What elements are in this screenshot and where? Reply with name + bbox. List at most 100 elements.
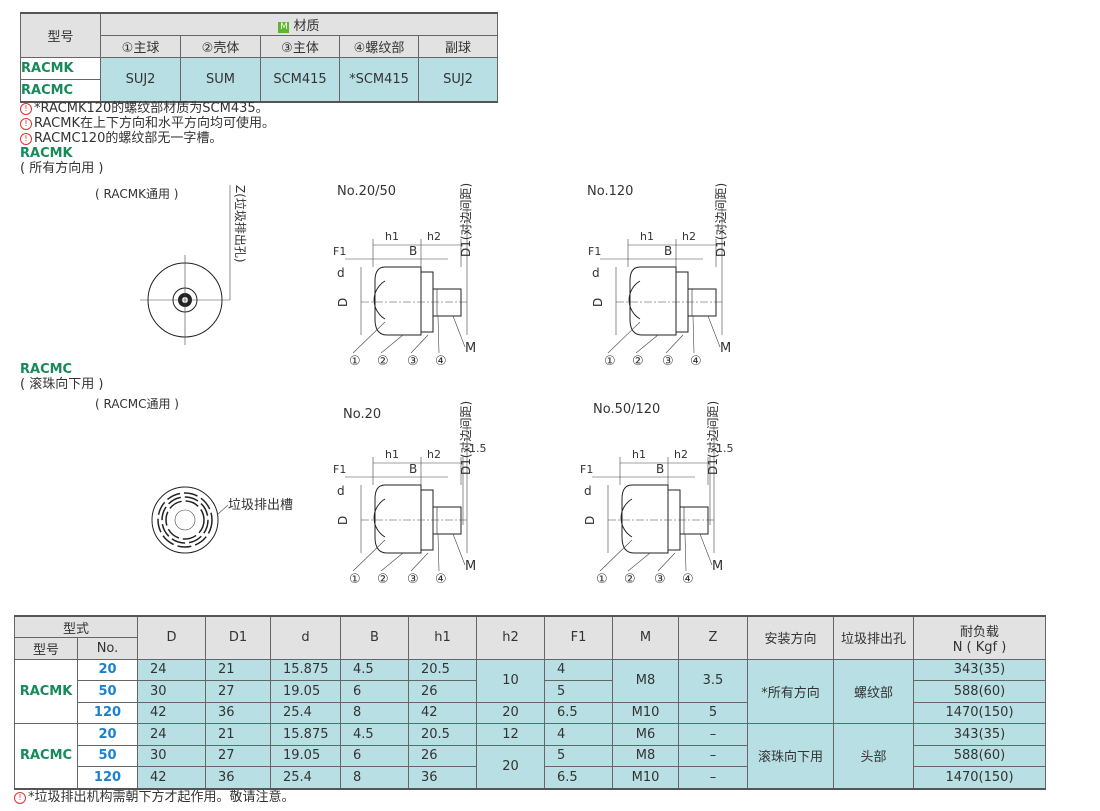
notes: !*RACMK120的螺纹部材质为SCM435。 !RACMK在上下方向和水平方… xyxy=(20,101,275,176)
table-cell: 20 xyxy=(476,744,545,789)
table-cell: – xyxy=(678,744,748,767)
header-D1: D1 xyxy=(205,615,271,660)
label-h1: h1 xyxy=(640,230,654,243)
label-B: B xyxy=(664,244,672,258)
leader-line xyxy=(410,552,429,572)
table-cell: 19.05 xyxy=(270,744,341,767)
label-D1: D1(对边间距) xyxy=(714,183,728,257)
leader-line xyxy=(380,552,404,572)
leader-line xyxy=(352,321,386,354)
table-cell: – xyxy=(678,766,748,789)
table-cell: 588(60) xyxy=(913,744,1046,767)
leader-line xyxy=(665,334,684,354)
label-d: d xyxy=(337,484,345,498)
leader-line xyxy=(627,552,651,572)
table-cell: 滚珠向下用 xyxy=(747,723,834,789)
table-cell: 120 xyxy=(77,701,138,724)
leader-line xyxy=(635,334,659,354)
part-number-label: ④ xyxy=(682,572,694,587)
drawing-title: No.120 xyxy=(587,184,633,199)
table-cell: 24 xyxy=(137,658,206,681)
note: !RACMK在上下方向和水平方向均可使用。 xyxy=(20,116,275,131)
table-cell: 343(35) xyxy=(913,658,1046,681)
leader-line xyxy=(410,334,429,354)
table-cell: 42 xyxy=(137,766,206,789)
warning-icon: ! xyxy=(20,133,32,145)
ball-circle xyxy=(174,509,196,531)
header-D: D xyxy=(137,615,206,660)
slot-ring xyxy=(157,492,213,548)
label-F1: F1 xyxy=(333,245,346,258)
table-cell: 343(35) xyxy=(913,723,1046,746)
part-number-label: ④ xyxy=(435,354,447,369)
header-model: 型号 xyxy=(14,637,78,660)
head-outline xyxy=(374,266,422,336)
table-cell: 42 xyxy=(408,701,477,724)
leader-line xyxy=(707,315,721,348)
label-h1: h1 xyxy=(632,448,646,461)
material-value: SUJ2 xyxy=(418,57,498,103)
table-cell: 20 xyxy=(77,658,138,681)
table-cell: 10 xyxy=(476,658,545,703)
label-D1: D1(对边间距) xyxy=(459,401,473,475)
material-value: SUM xyxy=(180,57,261,103)
warning-icon: ! xyxy=(20,118,32,130)
thread-outline xyxy=(687,288,717,317)
table-cell: – xyxy=(678,723,748,746)
col-shell: ②壳体 xyxy=(180,35,261,58)
label-D: D xyxy=(336,516,350,525)
leader-line xyxy=(684,533,687,572)
header-material-label: 材质 xyxy=(293,19,320,34)
label-h1: h1 xyxy=(385,448,399,461)
table-cell: 3.5 xyxy=(678,658,748,703)
table-cell: 27 xyxy=(205,744,271,767)
label-h2: h2 xyxy=(682,230,696,243)
drawing-title: No.20 xyxy=(343,407,381,422)
table-cell: 21 xyxy=(205,658,271,681)
ball-outline xyxy=(620,498,633,538)
warning-icon: ! xyxy=(20,103,32,115)
table-cell: 27 xyxy=(205,680,271,703)
head-outline xyxy=(374,484,422,554)
col-main-ball: ①主球 xyxy=(100,35,181,58)
table-cell: 5 xyxy=(544,680,613,703)
table-cell: 25.4 xyxy=(270,766,341,789)
table-cell: M10 xyxy=(612,701,679,724)
table-cell: 5 xyxy=(678,701,748,724)
leader-line xyxy=(452,533,466,566)
table-cell: 19.05 xyxy=(270,680,341,703)
table-cell: 6.5 xyxy=(544,701,613,724)
label-M: M xyxy=(465,559,476,574)
model-name: RACMK xyxy=(14,658,78,724)
table-cell: 120 xyxy=(77,766,138,789)
table-cell: *所有方向 xyxy=(747,658,834,724)
part-number-label: ① xyxy=(596,572,608,587)
part-number-label: ③ xyxy=(662,354,674,369)
label-D1: D1(对边间距) xyxy=(459,183,473,257)
label-d: d xyxy=(337,266,345,280)
table-cell: 6 xyxy=(340,680,409,703)
label-h2: h2 xyxy=(674,448,688,461)
label-B: B xyxy=(409,462,417,476)
header-F1: F1 xyxy=(544,615,613,660)
leader-line xyxy=(692,315,695,354)
model-name: RACMC xyxy=(14,723,78,789)
model-racmk: RACMK xyxy=(20,57,101,80)
part-number-label: ③ xyxy=(407,572,419,587)
label-F1: F1 xyxy=(333,463,346,476)
head-outline xyxy=(621,484,669,554)
section-title-racmc: RACMC xyxy=(20,362,73,377)
table-cell: 4.5 xyxy=(340,723,409,746)
material-value: SUJ2 xyxy=(100,57,181,103)
footer-note-text: *垃圾排出机构需朝下方才起作用。敬请注意。 xyxy=(28,790,295,805)
note-text: RACMC120的螺纹部无一字槽。 xyxy=(34,131,223,146)
header-h1: h1 xyxy=(408,615,477,660)
